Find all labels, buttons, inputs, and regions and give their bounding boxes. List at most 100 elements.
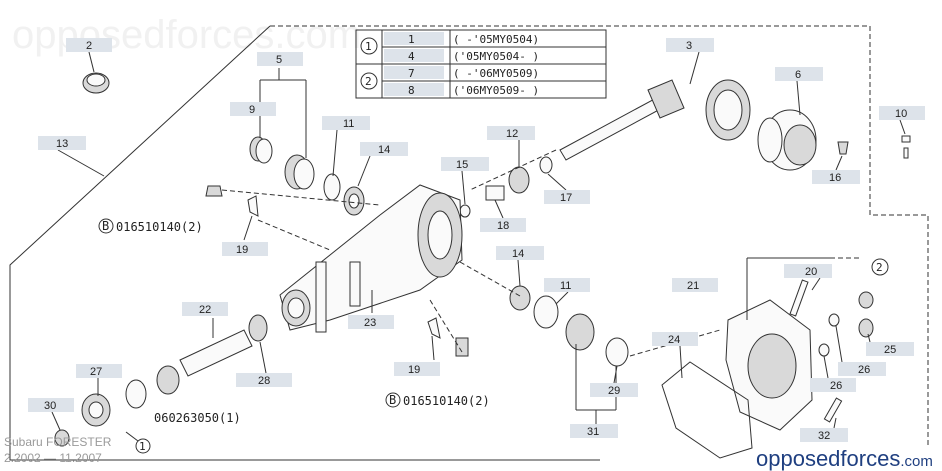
shim-part <box>533 295 559 329</box>
callout-11: 11 <box>560 280 571 292</box>
plug-part <box>858 291 874 309</box>
callout-27: 27 <box>90 366 102 378</box>
callout-30: 30 <box>44 400 56 412</box>
collapsible-spacer <box>485 185 505 201</box>
crown-gear <box>705 79 751 141</box>
bearing-part <box>255 138 273 164</box>
callout-14: 14 <box>378 144 390 156</box>
bolt-part <box>455 337 469 357</box>
callout-11: 11 <box>343 118 354 130</box>
svg-text:B: B <box>102 219 109 233</box>
table-range: ( -'05MY0504) <box>453 33 539 46</box>
circled-ref-1: 1 <box>125 431 151 454</box>
callout-17: 17 <box>560 192 572 204</box>
callout-5: 5 <box>276 54 282 66</box>
callout-6: 6 <box>795 69 801 81</box>
table-range: ('05MY0504- ) <box>453 50 539 63</box>
callout-15: 15 <box>456 159 468 171</box>
drive-pinion-shaft <box>559 79 685 161</box>
callout-25: 25 <box>884 344 896 356</box>
callout-26: 26 <box>858 364 870 376</box>
table-ref: 7 <box>408 67 415 80</box>
callout-22: 22 <box>199 304 211 316</box>
applicability-table: 1 2 1 4 7 8 ( -'05MY0504) ('05MY0504- ) … <box>355 29 607 99</box>
pin-parts <box>901 135 911 159</box>
brand-tld: .com <box>900 453 933 470</box>
bearing-bore <box>348 193 360 209</box>
nut-part <box>54 429 70 447</box>
pin-part <box>837 141 849 155</box>
brand-name: opposedforces <box>756 446 900 471</box>
assembly-lines <box>221 149 860 357</box>
differential-carrier-housing <box>279 184 463 333</box>
rear-cover <box>725 299 813 431</box>
gasket-part <box>828 313 840 327</box>
part-number: 016510140(2) <box>403 394 490 408</box>
washer-part <box>539 156 553 174</box>
model-name: Subaru FORESTER <box>4 435 112 449</box>
gasket-part <box>818 343 830 357</box>
callout-23: 23 <box>364 317 376 329</box>
bearing-part <box>248 314 268 342</box>
oil-seal-part <box>293 158 315 190</box>
bracket-part <box>247 195 259 217</box>
differential-case <box>757 109 817 171</box>
bolt-part-number-a: B 016510140(2) <box>98 218 203 234</box>
callout-10: 10 <box>895 108 907 120</box>
table-range: ('06MY0509- ) <box>453 84 539 97</box>
oil-seal-part <box>156 365 180 395</box>
stud-bolt <box>789 279 809 317</box>
callout-16: 16 <box>829 172 841 184</box>
table-key-2: 2 <box>365 75 372 88</box>
callout-26: 26 <box>830 380 842 392</box>
bearing-part <box>509 285 531 311</box>
circled-ref-2: 2 <box>871 258 889 276</box>
callout-2: 2 <box>86 40 92 52</box>
table-ref: 4 <box>408 50 415 63</box>
callout-18: 18 <box>497 220 509 232</box>
callout-12: 12 <box>506 128 518 140</box>
callout-labels: 2 3 5 6 9 10 11 12 13 14 15 16 17 18 19 … <box>28 38 925 442</box>
svg-text:B: B <box>389 393 396 407</box>
model-years: 2.2002 — 11.2007 <box>4 451 102 465</box>
washer-part <box>459 204 471 218</box>
bolt-part <box>823 397 843 423</box>
callout-13: 13 <box>56 138 68 150</box>
callout-9: 9 <box>249 104 255 116</box>
circled-ref-text: 2 <box>876 261 883 274</box>
plug-part <box>858 318 874 338</box>
bolt-part-number-b: B 016510140(2) <box>385 392 490 408</box>
oil-seal-part <box>565 313 595 351</box>
brand-watermark: opposedforces.com <box>756 446 933 471</box>
circled-ref-text: 1 <box>139 440 146 453</box>
callout-31: 31 <box>587 426 599 438</box>
watermark-top: opposedforces.com <box>12 13 361 57</box>
bearing-part <box>125 379 147 409</box>
callout-21: 21 <box>687 280 699 292</box>
brand-backdrop <box>754 446 942 471</box>
leader-lines <box>51 51 906 431</box>
callout-3: 3 <box>686 40 692 52</box>
table-key-1: 1 <box>365 40 372 53</box>
callout-29: 29 <box>608 385 620 397</box>
flange-part <box>81 393 111 427</box>
table-ref: 1 <box>408 33 415 46</box>
callout-32: 32 <box>818 430 830 442</box>
plug-part-top <box>86 73 106 87</box>
gasket-part <box>661 361 753 459</box>
callout-28: 28 <box>258 375 270 387</box>
callout-14: 14 <box>512 248 524 260</box>
part-number: 016510140(2) <box>116 220 203 234</box>
bolt-part <box>205 185 223 197</box>
axle-shaft <box>179 329 253 377</box>
assembly-boundary-left <box>9 25 600 461</box>
bracket-part <box>427 317 441 339</box>
table-range: ( -'06MY0509) <box>453 67 539 80</box>
callout-19: 19 <box>236 244 248 256</box>
callout-20: 20 <box>805 266 817 278</box>
bearing-part-number: 060263050(1) <box>154 411 241 425</box>
table-ref: 8 <box>408 84 415 97</box>
callout-19: 19 <box>408 364 420 376</box>
oil-seal-part <box>605 337 629 367</box>
